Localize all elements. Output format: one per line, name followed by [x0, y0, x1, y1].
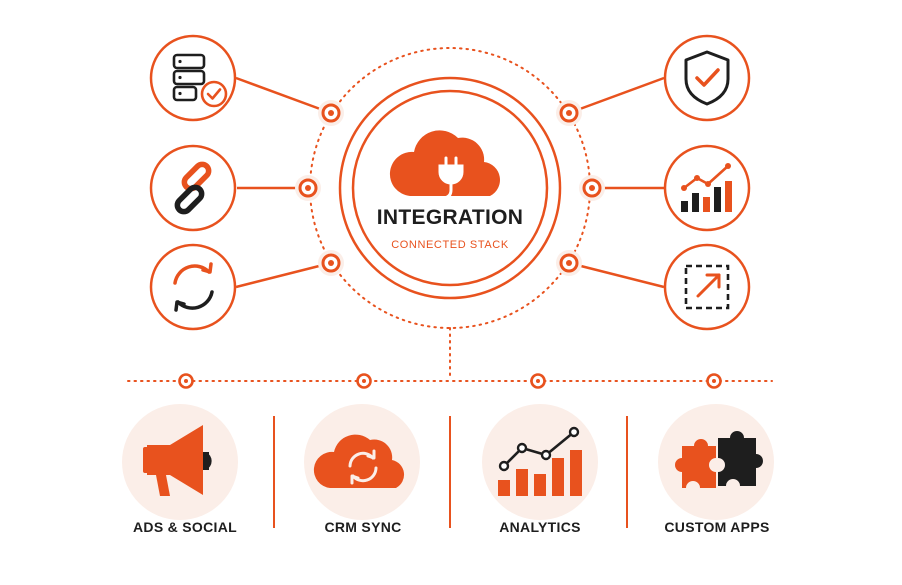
junction-dot: [556, 250, 582, 276]
category-label-crm-sync: CRM SYNC: [324, 519, 402, 535]
cloud-sync-icon: [313, 434, 405, 488]
integration-hub: [338, 76, 562, 300]
puzzle-icon: [675, 431, 763, 488]
megaphone-icon: [143, 425, 212, 496]
rail-dots: [178, 373, 722, 389]
junction-dot: [579, 175, 605, 201]
junction-dot: [295, 175, 321, 201]
left-node: [149, 34, 237, 122]
category-crm-sync: [304, 404, 420, 520]
junction-dot: [556, 100, 582, 126]
left-node: [149, 144, 237, 232]
junction-dots: [295, 100, 605, 276]
category-ads-social: [122, 404, 238, 520]
junction-dot: [318, 250, 344, 276]
category-label-custom-apps: CUSTOM APPS: [664, 519, 770, 535]
left-nodes: [149, 34, 237, 331]
analytics-chart-icon: [498, 426, 582, 496]
cloud-plug-icon: [389, 130, 500, 200]
junction-dot: [318, 100, 344, 126]
right-node: [663, 243, 751, 331]
right-node: [663, 34, 751, 122]
chain-link-icon: [174, 161, 212, 215]
rail-dot: [178, 373, 194, 389]
database-check-icon: [172, 53, 228, 108]
rail-dot: [530, 373, 546, 389]
category-label-ads-social: ADS & SOCIAL: [133, 519, 237, 535]
right-nodes: [663, 34, 751, 331]
category-analytics: [482, 404, 598, 520]
hub-title: INTEGRATION: [376, 206, 524, 229]
hub-subtitle: CONNECTED STACK: [391, 239, 509, 251]
rail-dot: [706, 373, 722, 389]
column-separators: [273, 416, 628, 528]
left-node: [149, 243, 237, 331]
sync-arrows-icon: [173, 262, 214, 312]
growth-chart-icon: [681, 163, 732, 212]
right-node: [663, 144, 751, 232]
shield-check-icon: [684, 50, 730, 106]
expand-arrow-icon: [684, 264, 730, 310]
rail-dot: [356, 373, 372, 389]
category-custom-apps: [658, 404, 774, 520]
category-label-analytics: ANALYTICS: [499, 519, 581, 535]
